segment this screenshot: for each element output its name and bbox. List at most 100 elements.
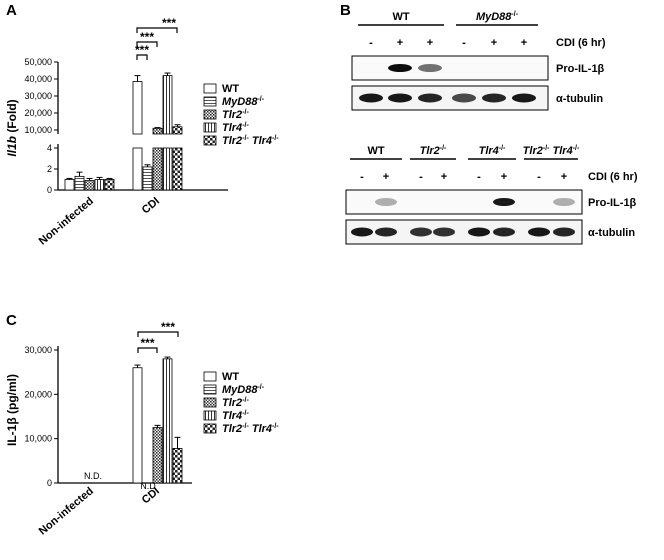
blot-group-label: Tlr4-/-: [479, 145, 506, 157]
blot-row-label: Pro-IL-1β: [588, 197, 637, 209]
treatment-sign: -: [477, 171, 481, 183]
band-pro-il1b: [553, 198, 575, 206]
band-tubulin: [418, 93, 442, 103]
panel-a-marks: 10,00020,00030,00040,00050,000024*******…: [24, 18, 279, 248]
panel-b-marks: WT MyD88-/- - + + - + + CDI (6 hr) Pro-IL-1β α-tub…: [345, 11, 638, 245]
band-tubulin: [553, 227, 575, 237]
legend-swatch: [203, 122, 217, 133]
band-tubulin: [482, 93, 506, 103]
category-label: Non-infected: [37, 485, 96, 537]
band-tubulin: [452, 93, 476, 103]
band-tubulin: [433, 227, 455, 237]
legend-swatch: [203, 397, 217, 408]
bar-wt: [132, 367, 143, 484]
treatment-sign: -: [462, 37, 466, 49]
legend-swatch: [203, 384, 217, 395]
band-tubulin: [468, 227, 490, 237]
bar-tlr4-lower: [162, 147, 173, 191]
legend-label: Tlr4-/-: [222, 122, 249, 134]
panel-a-chart: 10,00020,00030,00040,00050,000024*******…: [5, 18, 279, 248]
blot-group-label: MyD88-/-: [476, 11, 519, 23]
y-tick-label: 2: [47, 164, 52, 174]
y-tick-label: 20,000: [24, 108, 52, 118]
band-pro-il1b: [375, 198, 397, 206]
band-pro-il1b: [418, 64, 442, 72]
significance-stars: ***: [162, 18, 176, 30]
treatment-sign: +: [427, 37, 433, 49]
y-tick-label: 0: [47, 478, 52, 488]
bar-tlr2-lower: [152, 147, 163, 191]
legend-swatch: [203, 410, 217, 421]
legend-label: Tlr2-/- Tlr4-/-: [222, 423, 279, 435]
nd-label: N.D.: [84, 471, 102, 481]
bar-tlr4: [94, 179, 105, 191]
blot-group-label: Tlr2-/-: [420, 145, 447, 157]
legend-swatch: [203, 423, 217, 434]
bar-wt-upper: [132, 81, 143, 135]
band-tubulin: [375, 227, 397, 237]
treatment-sign: -: [537, 171, 541, 183]
bar-wt-lower: [132, 147, 143, 191]
condition-label: CDI (6 hr): [556, 37, 606, 49]
blot-strip-pro-il1b: [351, 55, 549, 81]
y-tick-label: 50,000: [24, 57, 52, 67]
significance-bracket: [137, 347, 158, 353]
blot-row-label: α-tubulin: [588, 227, 635, 239]
legend-label: Tlr2-/- Tlr4-/-: [222, 135, 279, 147]
bar-wt: [64, 179, 75, 191]
significance-bracket: [137, 331, 179, 337]
blot-group-label: Tlr2-/- Tlr4-/-: [523, 145, 580, 157]
bar-tlr24: [172, 448, 183, 484]
y-tick-label: 20,000: [24, 389, 52, 399]
panel-a-letter: A: [6, 2, 17, 19]
significance-stars: ***: [161, 320, 175, 334]
band-pro-il1b: [388, 64, 412, 72]
bar-tlr4: [162, 358, 173, 484]
band-tubulin: [388, 93, 412, 103]
band-tubulin: [493, 227, 515, 237]
significance-stars: ***: [135, 43, 149, 57]
bar-tlr24: [104, 179, 115, 191]
legend-swatch: [203, 83, 217, 94]
panel-b-letter: B: [340, 2, 351, 19]
band-tubulin: [512, 93, 536, 103]
legend-label: Tlr2-/-: [222, 397, 249, 409]
bar-myd88: [74, 175, 85, 191]
y-tick-label: 10,000: [24, 434, 52, 444]
treatment-sign: -: [419, 171, 423, 183]
treatment-sign: +: [491, 37, 497, 49]
significance-bracket: [136, 54, 148, 60]
significance-stars: ***: [140, 336, 154, 350]
significance-bracket: [136, 41, 158, 47]
y-tick-label: 30,000: [24, 91, 52, 101]
y-tick-label: 10,000: [24, 125, 52, 135]
band-tubulin: [351, 227, 373, 237]
legend-swatch: [203, 96, 217, 107]
nd-label: N.D: [140, 481, 156, 491]
y-tick-label: 4: [47, 143, 52, 153]
y-tick-label: 40,000: [24, 74, 52, 84]
blot-group-label: WT: [392, 11, 409, 23]
treatment-sign: +: [441, 171, 447, 183]
legend-label: WT: [222, 83, 239, 95]
treatment-sign: +: [501, 171, 507, 183]
category-label: Non-infected: [37, 195, 96, 247]
treatment-sign: +: [397, 37, 403, 49]
blot-row-label: Pro-IL-1β: [556, 63, 605, 75]
blot-group-label: WT: [367, 145, 384, 157]
band-pro-il1b: [493, 198, 515, 206]
treatment-sign: +: [383, 171, 389, 183]
bar-tlr2: [152, 427, 163, 484]
bar-tlr4-upper: [162, 75, 173, 135]
panel-b-blots: WT MyD88-/- - + + - + + CDI (6 hr) Pro-IL-1β α-tub…: [345, 11, 638, 245]
panel-c-letter: C: [6, 312, 17, 329]
panel-c-ylabel: IL-1β (pg/ml): [5, 374, 19, 446]
y-tick-label: 30,000: [24, 345, 52, 355]
treatment-sign: +: [561, 171, 567, 183]
treatment-sign: +: [521, 37, 527, 49]
legend-swatch: [203, 371, 217, 382]
legend-swatch: [203, 135, 217, 146]
significance-bracket: [136, 27, 178, 33]
